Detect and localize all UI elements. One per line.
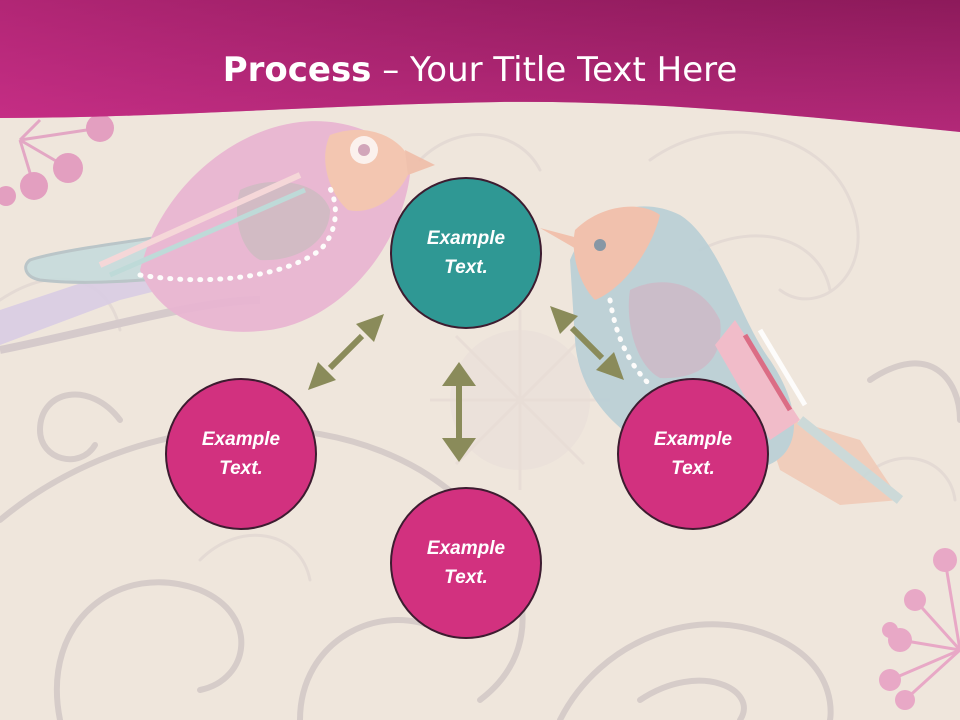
- node-label: Example Text.: [426, 228, 506, 278]
- process-node-top: Example Text.: [390, 177, 542, 329]
- flower-left: [0, 114, 114, 206]
- sunburst: [430, 310, 610, 490]
- title-bold: Process: [222, 50, 372, 90]
- left-bird: [0, 121, 435, 345]
- node-label: Example Text.: [426, 538, 506, 588]
- connector-arrows: [308, 306, 624, 462]
- process-node-bottom: Example Text.: [390, 487, 542, 639]
- slide-title: Process – Your Title Text Here: [0, 50, 960, 91]
- node-label: Example Text.: [201, 429, 281, 479]
- title-rest: – Your Title Text Here: [371, 50, 738, 90]
- swirl-ornaments: [0, 360, 960, 720]
- node-label: Example Text.: [653, 429, 733, 479]
- process-node-left: Example Text.: [165, 378, 317, 530]
- process-node-right: Example Text.: [617, 378, 769, 530]
- flower-right: [879, 548, 960, 710]
